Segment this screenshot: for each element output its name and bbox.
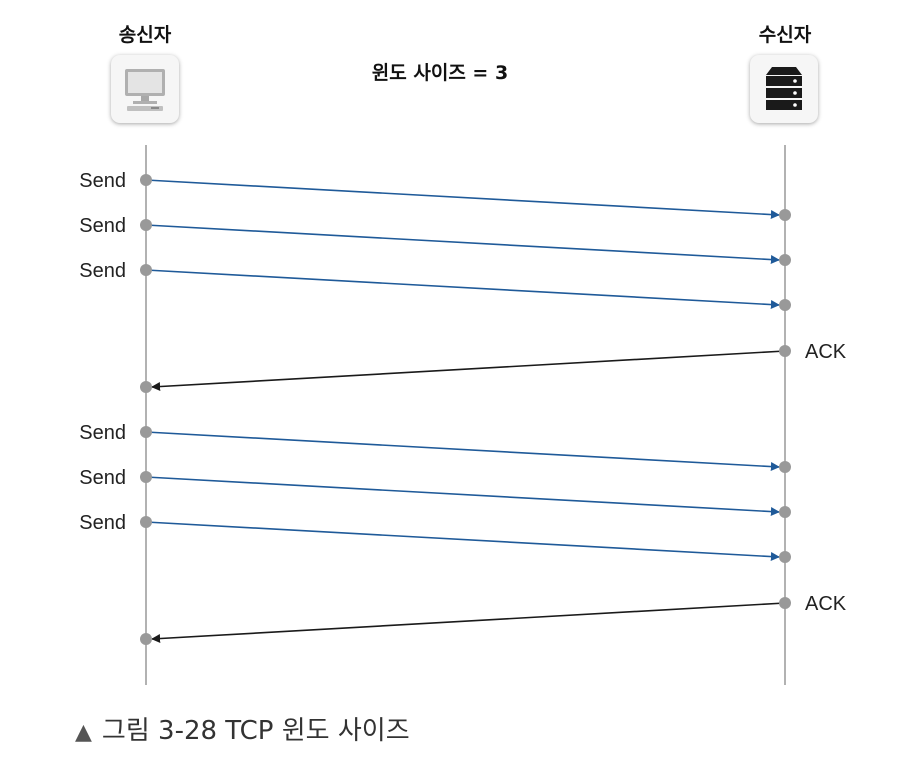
send-arrow [145,521,780,562]
end-node [779,551,791,563]
send-label: Send [79,170,126,192]
send-message: Send [79,467,791,518]
start-node [140,174,152,186]
send-arrow [145,269,780,310]
send-message: Send [79,422,791,473]
start-node [779,345,791,357]
caption-text: 그림 3-28 TCP 윈도 사이즈 [101,716,410,746]
send-arrow [145,431,780,472]
ack-label: ACK [805,341,847,363]
send-message: Send [79,260,791,311]
caption-marker: ▲ [75,720,92,745]
ack-message: ACK [140,341,847,393]
send-label: Send [79,215,126,237]
send-message: Send [79,215,791,266]
end-node [779,254,791,266]
start-node [140,426,152,438]
end-node [779,299,791,311]
send-message: Send [79,170,791,221]
window-size-label: 윈도 사이즈 = 3 [371,62,509,84]
ack-message: ACK [140,593,847,645]
start-node [140,471,152,483]
ack-arrow [151,602,786,644]
start-node [140,219,152,231]
sender-title: 송신자 [118,24,172,46]
send-arrow [145,224,780,265]
computer-icon [111,55,179,123]
end-node [779,209,791,221]
end-node [140,633,152,645]
figure-caption: ▲ 그림 3-28 TCP 윈도 사이즈 [75,710,410,747]
send-arrow [145,179,780,220]
send-label: Send [79,467,126,489]
receiver-title: 수신자 [758,24,812,46]
send-arrow [145,476,780,517]
start-node [779,597,791,609]
send-message: Send [79,512,791,563]
end-node [140,381,152,393]
ack-label: ACK [805,593,847,615]
send-label: Send [79,422,126,444]
send-label: Send [79,512,126,534]
ack-arrow [151,350,786,392]
server-icon [750,55,818,123]
send-label: Send [79,260,126,282]
end-node [779,506,791,518]
start-node [140,516,152,528]
start-node [140,264,152,276]
end-node [779,461,791,473]
